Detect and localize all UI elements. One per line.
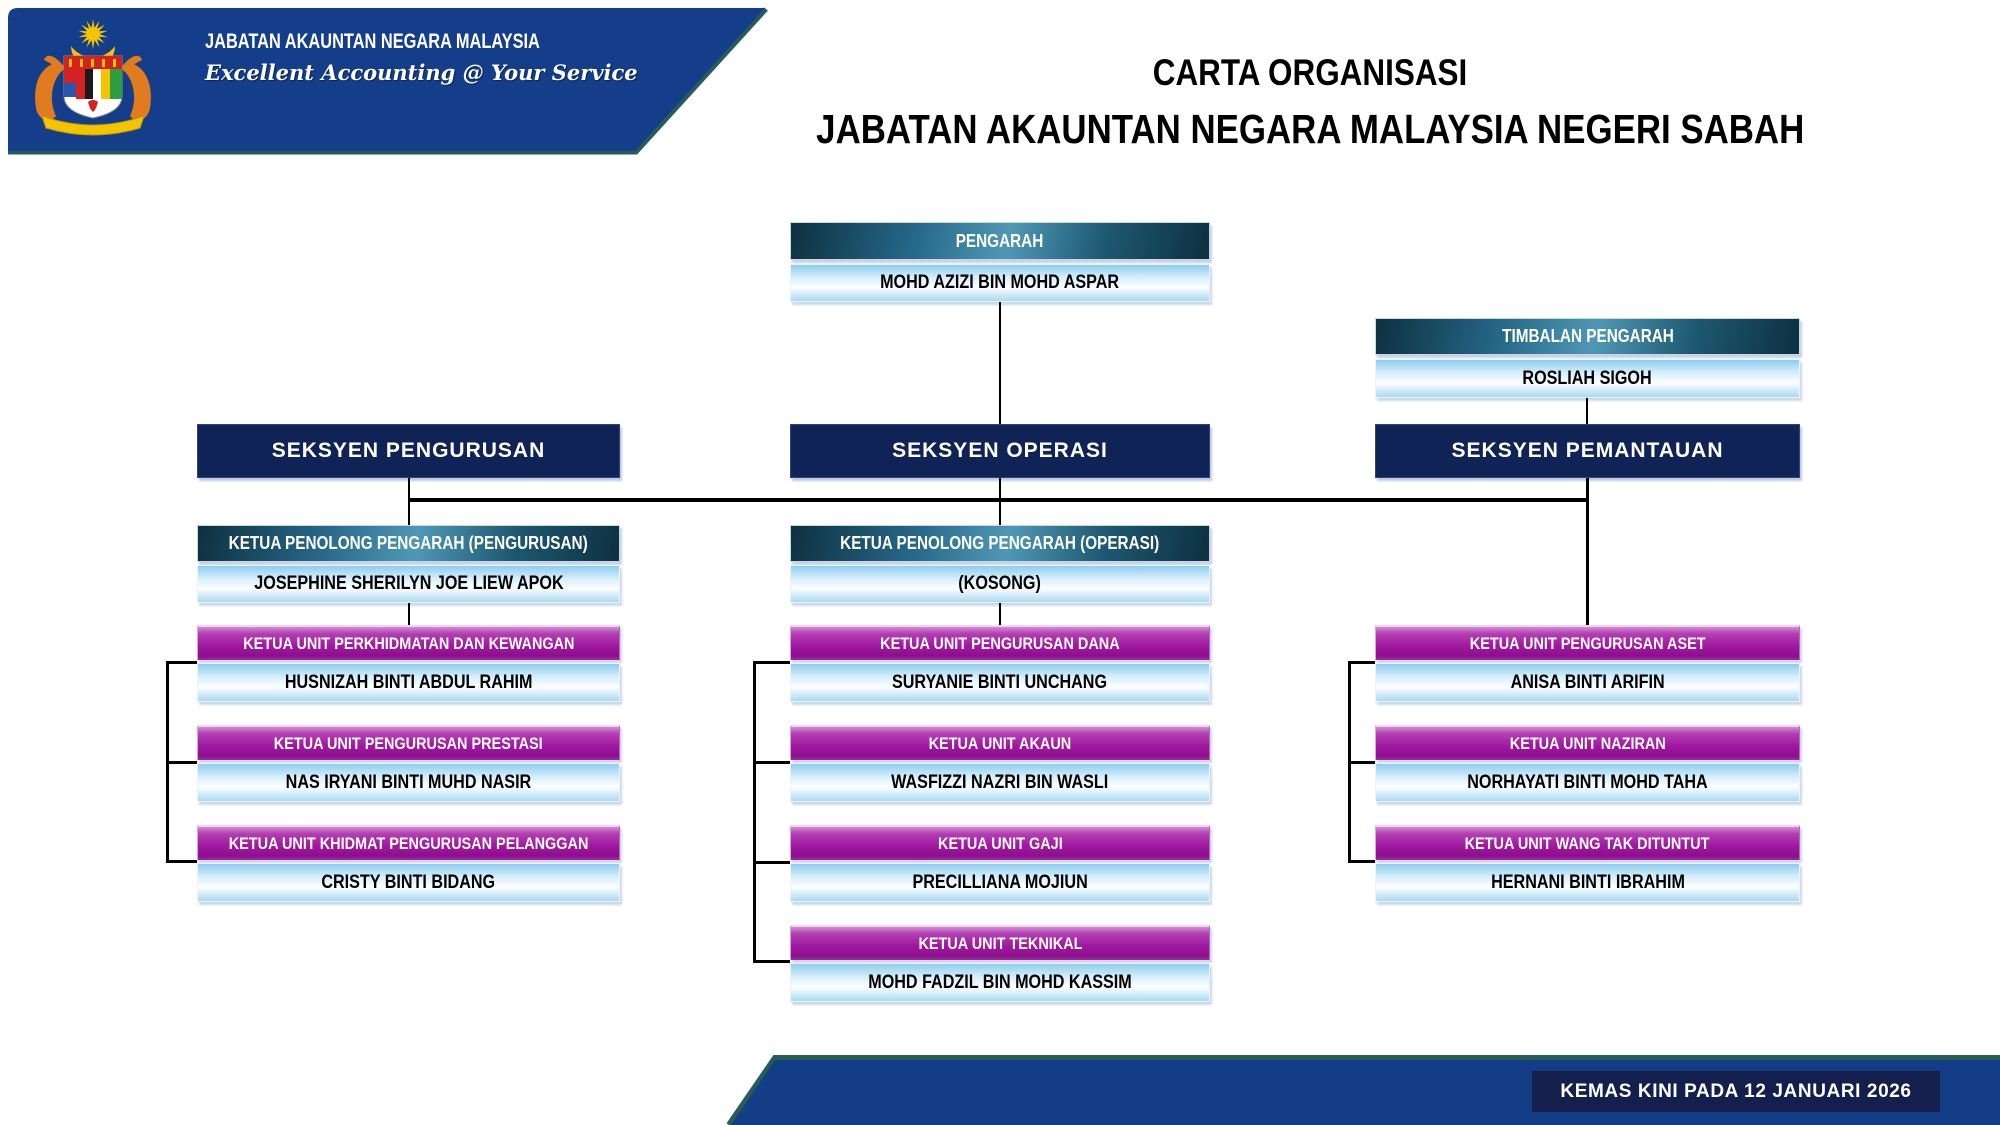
footer-updated-text: KEMAS KINI PADA 12 JANUARI 2026 <box>1560 1080 1912 1102</box>
kpp-operasi-title-box: KETUA PENOLONG PENGARAH (OPERASI) <box>790 525 1210 562</box>
unit-name: PRECILLIANA MOJIUN <box>912 871 1088 893</box>
unit-title-box: KETUA UNIT PENGURUSAN DANA <box>790 625 1210 660</box>
unit-title-box: KETUA UNIT PERKHIDMATAN DAN KEWANGAN <box>197 625 620 660</box>
unit-title: KETUA UNIT PERKHIDMATAN DAN KEWANGAN <box>242 633 575 653</box>
unit-name: HERNANI BINTI IBRAHIM <box>1490 871 1685 893</box>
section-pengurusan-box: SEKSYEN PENGURUSAN <box>197 424 620 478</box>
unit-title: KETUA UNIT AKAUN <box>928 733 1072 753</box>
unit-name: NAS IRYANI BINTI MUHD NASIR <box>285 771 532 793</box>
unit-title: KETUA UNIT TEKNIKAL <box>917 933 1083 953</box>
page-title-line1: CARTA ORGANISASI <box>1152 52 1468 93</box>
unit-name-box: MOHD FADZIL BIN MOHD KASSIM <box>790 963 1210 1002</box>
unit-title: KETUA UNIT NAZIRAN <box>1509 733 1666 753</box>
deputy-director-title: TIMBALAN PENGARAH <box>1501 326 1674 347</box>
director-title-box: PENGARAH <box>790 222 1210 260</box>
unit-title-box: KETUA UNIT AKAUN <box>790 725 1210 760</box>
deputy-director-title-box: TIMBALAN PENGARAH <box>1375 318 1800 355</box>
connector-stub <box>166 761 197 764</box>
connector-stub <box>753 661 790 664</box>
section-pemantauan-label: SEKSYEN PEMANTAUAN <box>1451 438 1724 462</box>
connector-stub <box>1348 761 1375 764</box>
director-name-box: MOHD AZIZI BIN MOHD ASPAR <box>790 264 1210 302</box>
connector-stub <box>166 661 197 664</box>
unit-title-box: KETUA UNIT GAJI <box>790 825 1210 860</box>
director-name: MOHD AZIZI BIN MOHD ASPAR <box>880 272 1120 294</box>
page-title: CARTA ORGANISASI JABATAN AKAUNTAN NEGARA… <box>620 52 2000 153</box>
unit-title: KETUA UNIT PENGURUSAN ASET <box>1469 633 1706 653</box>
unit-name-box: NAS IRYANI BINTI MUHD NASIR <box>197 763 620 802</box>
unit-title-box: KETUA UNIT TEKNIKAL <box>790 925 1210 960</box>
unit-name-box: NORHAYATI BINTI MOHD TAHA <box>1375 763 1800 802</box>
kpp-pengurusan-title-box: KETUA PENOLONG PENGARAH (PENGURUSAN) <box>197 525 620 562</box>
unit-title: KETUA UNIT KHIDMAT PENGURUSAN PELANGGAN <box>228 833 589 853</box>
kpp-pengurusan-name-box: JOSEPHINE SHERILYN JOE LIEW APOK <box>197 565 620 603</box>
unit-name: ANISA BINTI ARIFIN <box>1510 671 1665 693</box>
connector-bracket-operasi <box>753 661 756 963</box>
connector-pemantauan-down <box>1586 478 1589 625</box>
section-pengurusan-label: SEKSYEN PENGURUSAN <box>271 438 546 462</box>
connector-main-horizontal <box>408 498 1589 502</box>
kpp-operasi-name-box: (KOSONG) <box>790 565 1210 603</box>
unit-name: HUSNIZAH BINTI ABDUL RAHIM <box>284 671 533 693</box>
unit-name: NORHAYATI BINTI MOHD TAHA <box>1467 771 1708 793</box>
header-tagline: Excellent Accounting @ Your Service <box>205 60 638 85</box>
unit-name: SURYANIE BINTI UNCHANG <box>892 671 1108 693</box>
section-pemantauan-box: SEKSYEN PEMANTAUAN <box>1375 424 1800 478</box>
unit-name-box: PRECILLIANA MOJIUN <box>790 863 1210 902</box>
unit-title-box: KETUA UNIT KHIDMAT PENGURUSAN PELANGGAN <box>197 825 620 860</box>
deputy-director-name-box: ROSLIAH SIGOH <box>1375 359 1800 398</box>
unit-name-box: ANISA BINTI ARIFIN <box>1375 663 1800 702</box>
unit-title-box: KETUA UNIT PENGURUSAN PRESTASI <box>197 725 620 760</box>
unit-name-box: CRISTY BINTI BIDANG <box>197 863 620 902</box>
unit-title-box: KETUA UNIT WANG TAK DITUNTUT <box>1375 825 1800 860</box>
connector-deputy-to-pemantauan <box>1586 398 1588 424</box>
unit-name-box: HERNANI BINTI IBRAHIM <box>1375 863 1800 902</box>
connector-stub <box>753 960 790 963</box>
unit-title: KETUA UNIT GAJI <box>937 833 1063 853</box>
kpp-pengurusan-name: JOSEPHINE SHERILYN JOE LIEW APOK <box>253 573 564 595</box>
unit-name: WASFIZZI NAZRI BIN WASLI <box>891 771 1109 793</box>
connector-stub <box>1348 860 1375 863</box>
header-org-name: JABATAN AKAUNTAN NEGARA MALAYSIA <box>205 30 634 54</box>
unit-title: KETUA UNIT PENGURUSAN DANA <box>880 633 1120 653</box>
page-title-line2: JABATAN AKAUNTAN NEGARA MALAYSIA NEGERI … <box>815 106 1805 152</box>
kpp-pengurusan-title: KETUA PENOLONG PENGARAH (PENGURUSAN) <box>229 533 589 554</box>
unit-name-box: HUSNIZAH BINTI ABDUL RAHIM <box>197 663 620 702</box>
connector-kpp-operasi-down <box>999 603 1001 625</box>
connector-stub <box>1348 661 1375 664</box>
unit-name-box: WASFIZZI NAZRI BIN WASLI <box>790 763 1210 802</box>
deputy-director-name: ROSLIAH SIGOH <box>1522 367 1653 389</box>
connector-director-to-operasi <box>999 302 1001 424</box>
connector-stub <box>753 761 790 764</box>
unit-title: KETUA UNIT PENGURUSAN PRESTASI <box>274 733 543 753</box>
connector-kpp-pengurusan-down <box>408 603 410 625</box>
unit-title-box: KETUA UNIT PENGURUSAN ASET <box>1375 625 1800 660</box>
kpp-operasi-name: (KOSONG) <box>958 573 1042 595</box>
unit-title-box: KETUA UNIT NAZIRAN <box>1375 725 1800 760</box>
unit-name-box: SURYANIE BINTI UNCHANG <box>790 663 1210 702</box>
section-operasi-box: SEKSYEN OPERASI <box>790 424 1210 478</box>
unit-name: MOHD FADZIL BIN MOHD KASSIM <box>868 971 1132 993</box>
section-operasi-label: SEKSYEN OPERASI <box>892 438 1108 462</box>
unit-title: KETUA UNIT WANG TAK DITUNTUT <box>1465 833 1710 853</box>
header-banner-shape <box>8 7 768 155</box>
footer-updated-box: KEMAS KINI PADA 12 JANUARI 2026 <box>1532 1071 1940 1112</box>
malaysia-coat-of-arms-icon <box>35 19 151 136</box>
kpp-operasi-title: KETUA PENOLONG PENGARAH (OPERASI) <box>840 533 1160 554</box>
director-title: PENGARAH <box>956 230 1044 251</box>
connector-stub <box>753 861 790 864</box>
connector-stub <box>166 860 197 863</box>
header-org-name-text: JABATAN AKAUNTAN NEGARA MALAYSIA <box>205 30 540 53</box>
unit-name: CRISTY BINTI BIDANG <box>321 871 496 893</box>
